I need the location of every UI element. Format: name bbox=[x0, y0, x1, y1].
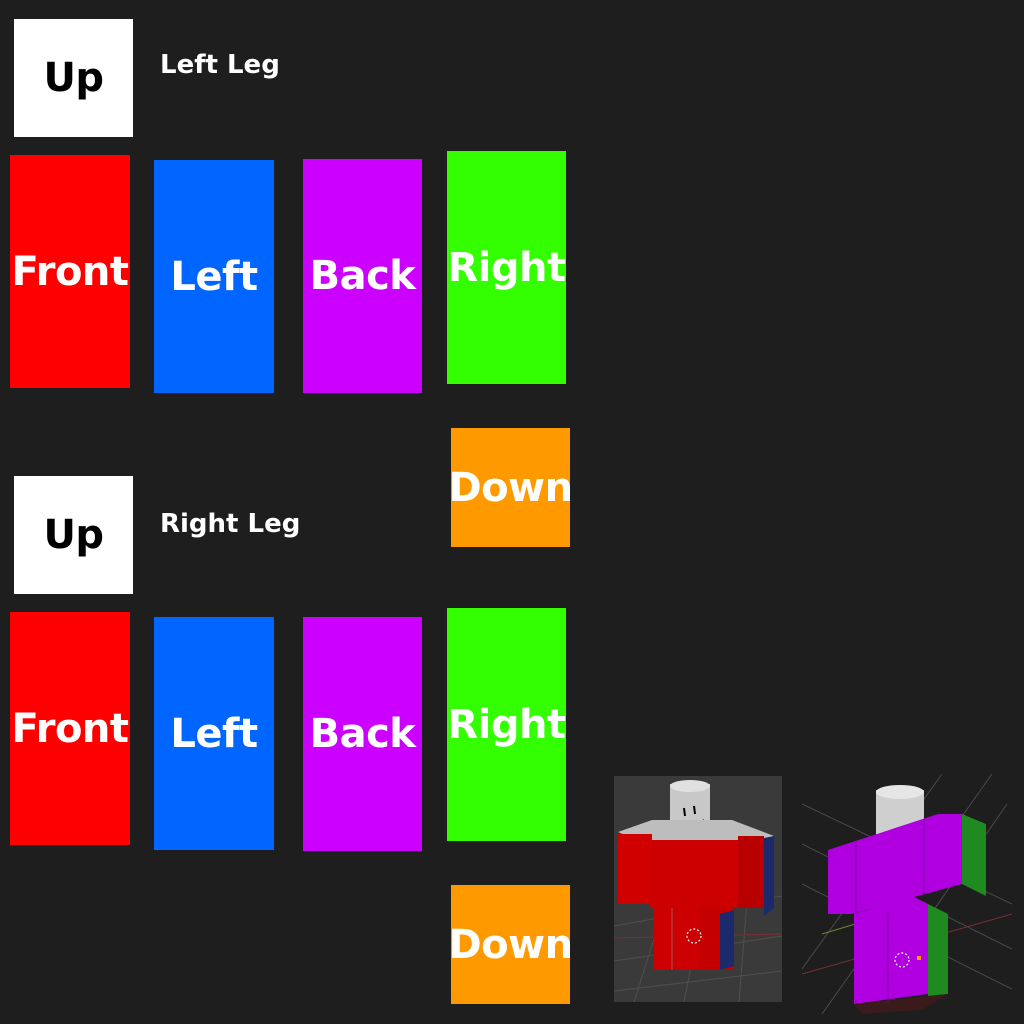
back-3d-preview bbox=[802, 764, 1012, 1014]
left-leg-up-label: Up bbox=[43, 55, 104, 101]
left-leg-title: Left Leg bbox=[160, 50, 280, 80]
left-leg-up-face: Up bbox=[14, 19, 133, 137]
left-leg-left-label: Left bbox=[170, 253, 258, 300]
front-character-render bbox=[614, 780, 782, 1002]
left-leg-front-face: Front bbox=[10, 155, 130, 388]
back-character-render bbox=[802, 773, 1012, 1014]
left-leg-down-label: Down bbox=[448, 464, 573, 511]
right-leg-title: Right Leg bbox=[160, 509, 301, 539]
right-leg-up-face: Up bbox=[14, 476, 133, 594]
right-leg-right-label: Right bbox=[447, 701, 566, 748]
right-leg-up-label: Up bbox=[43, 512, 104, 558]
left-leg-back-label: Back bbox=[309, 253, 416, 299]
left-leg-back-face: Back bbox=[303, 159, 422, 393]
right-leg-front-face: Front bbox=[10, 612, 130, 845]
left-leg-right-face: Right bbox=[447, 151, 566, 384]
right-leg-down-label: Down bbox=[448, 921, 573, 968]
left-leg-right-label: Right bbox=[447, 244, 566, 291]
right-leg-back-face: Back bbox=[303, 617, 422, 851]
right-leg-left-label: Left bbox=[170, 710, 258, 757]
right-leg-back-label: Back bbox=[309, 711, 416, 757]
left-leg-left-face: Left bbox=[154, 160, 274, 393]
right-leg-left-face: Left bbox=[154, 617, 274, 850]
front-3d-preview bbox=[614, 776, 782, 1002]
left-leg-front-label: Front bbox=[11, 248, 129, 295]
right-leg-front-label: Front bbox=[11, 705, 129, 752]
right-leg-down-face: Down bbox=[448, 885, 573, 1004]
right-leg-right-face: Right bbox=[447, 608, 566, 841]
left-leg-down-face: Down bbox=[448, 428, 573, 547]
